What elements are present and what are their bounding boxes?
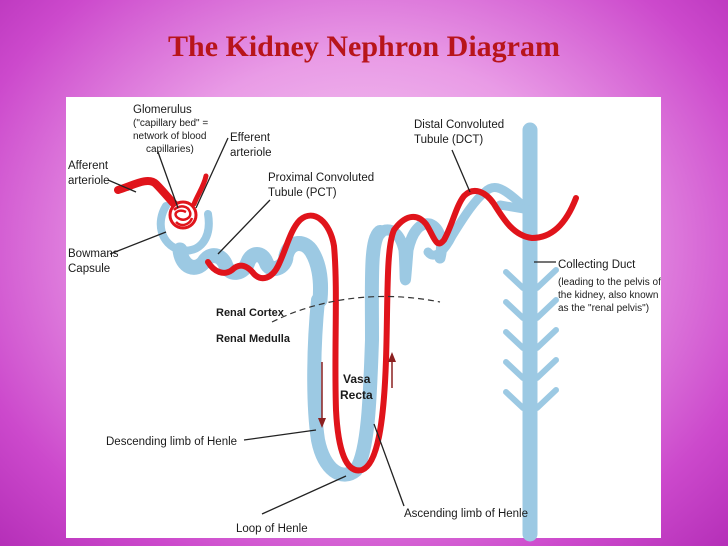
efferent-vessel (191, 173, 209, 207)
label-dct-1: Distal Convoluted (414, 119, 504, 131)
glomerulus (168, 200, 198, 230)
label-efferent-1: Efferent (230, 132, 271, 144)
label-efferent-2: arteriole (230, 147, 272, 159)
slide-title: The Kidney Nephron Diagram (168, 30, 560, 63)
label-glomerulus-note-3: capillaries) (146, 144, 194, 155)
label-vasa: Vasa (343, 372, 371, 386)
collecting-duct (423, 122, 559, 542)
label-pct-1: Proximal Convoluted (268, 172, 374, 184)
blood-vessels (114, 173, 579, 474)
flow-arrows (318, 352, 396, 428)
label-glomerulus: Glomerulus (133, 104, 192, 116)
afferent-vessel (114, 177, 180, 210)
down-arrow-icon (318, 418, 326, 428)
label-pct-2: Tubule (PCT) (268, 187, 337, 199)
peritubular-vessel (205, 187, 579, 474)
label-ascending-limb: Ascending limb of Henle (404, 508, 528, 520)
nephron-tubule (156, 202, 448, 482)
label-bowmans-2: Capsule (68, 263, 110, 275)
label-dct-2: Tubule (DCT) (414, 134, 483, 146)
label-glomerulus-note-2: network of blood (133, 131, 206, 142)
labels: Glomerulus ("capillary bed" = network of… (68, 104, 661, 535)
label-afferent-2: arteriole (68, 175, 110, 187)
label-renal-medulla: Renal Medulla (216, 333, 291, 345)
label-glomerulus-note-1: ("capillary bed" = (133, 118, 208, 129)
label-collecting-note-1: (leading to the pelvis of (558, 277, 661, 288)
label-recta: Recta (340, 388, 373, 402)
ascending-limb-tubule (374, 218, 448, 286)
label-collecting-note-2: the kidney, also known (558, 290, 658, 301)
label-collecting-note-3: as the "renal pelvis") (558, 303, 649, 314)
leader-lines (107, 137, 556, 515)
label-bowmans-1: Bowmans (68, 248, 119, 260)
label-descending-limb: Descending limb of Henle (106, 436, 237, 448)
label-loop-of-henle: Loop of Henle (236, 523, 308, 535)
proximal-tubule (172, 236, 328, 308)
up-arrow-icon (388, 352, 396, 362)
cortex-medulla-boundary (271, 295, 441, 323)
label-afferent-1: Afferent (68, 160, 109, 172)
label-collecting-duct: Collecting Duct (558, 259, 636, 271)
label-renal-cortex: Renal Cortex (216, 307, 285, 319)
